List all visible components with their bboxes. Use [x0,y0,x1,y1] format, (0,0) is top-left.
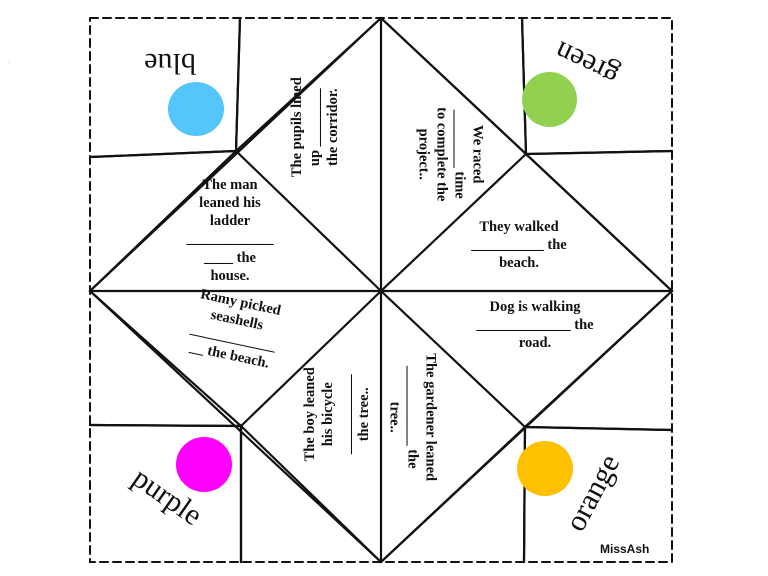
sentence-man-leaned-ladder: The man leaned his ladder ____________ _… [186,177,274,284]
credit-label: MissAsh [600,542,650,556]
outer-diamond-top-right [379,152,528,293]
flap-bottom-left [239,423,383,564]
flap-right-top [523,149,674,293]
flap-right-bottom [522,289,674,432]
sentence-pupils-lined-up: The pupils lined up ________ the corrido… [288,77,342,178]
sentence-dog-is-walking: Dog is walking _____________ the road. [476,299,594,352]
blue-dot [168,82,224,136]
outer-diamond-bottom-right [379,289,527,429]
outer-diamond-top-left [234,149,383,293]
green-dot [522,72,577,127]
orange-dot [517,441,573,496]
flap-top-left [234,16,383,154]
outer-diamond-bottom-left [239,289,383,428]
purple-dot [176,437,232,492]
outer-border [89,17,673,563]
sentence-gardener-leaned: The gardener leaned ___________ the tree… [386,353,439,482]
blue-corner-box [88,16,242,159]
sentence-boy-leaned-bicycle: The boy leaned his bicycle ___________ t… [301,367,373,462]
sentence-we-raced: We raced ________ time to complete the p… [414,107,486,202]
sentence-they-walked: They walked __________ the beach. [471,219,567,272]
corner-label-blue: blue [144,47,196,80]
stray-mark: · [8,60,10,66]
